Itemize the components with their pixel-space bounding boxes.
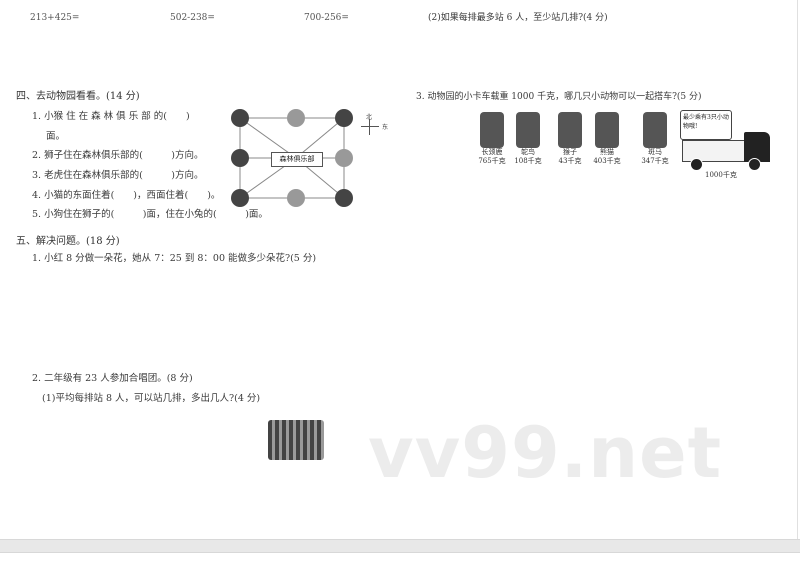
- cat-icon: [287, 109, 305, 127]
- compass-north: 北: [366, 114, 373, 121]
- giraffe-item: 长颈鹿 765千克: [472, 112, 512, 166]
- giraffe-icon: [480, 112, 504, 148]
- speech-bubble: 最少乘有3只小动物哦!: [680, 110, 732, 140]
- compass-horizontal-line: [361, 126, 379, 127]
- truck: 最少乘有3只小动物哦! 1000千克: [680, 110, 775, 180]
- tiger-icon: [335, 109, 353, 127]
- calc-2: 502-238=: [170, 13, 215, 23]
- section-5-question-1: 1. 小红 8 分做一朵花，她从 7：25 到 8：00 能做多少朵花?(5 分…: [32, 253, 317, 264]
- question-5: 5. 小狗住在狮子的( )面，住在小兔的( )面。: [32, 209, 268, 220]
- compass-vertical-line: [369, 119, 370, 135]
- panda-icon: [595, 112, 619, 148]
- question-1-line2: 面。: [46, 131, 66, 142]
- question-1-line1: 1. 小猴 住 在 森 林 俱 乐 部 的( ): [32, 111, 190, 122]
- section-5-question-2-1: (1)平均每排站 8 人，可以站几排，多出几人?(4 分): [42, 393, 261, 404]
- compass-east: 东: [382, 124, 389, 131]
- mouse-icon: [287, 189, 305, 207]
- wheel-icon: [690, 158, 703, 171]
- question-4: 4. 小猫的东面住着( )，西面住着( )。: [32, 190, 221, 201]
- calc-3: 700-256=: [304, 13, 349, 23]
- calc-1: 213+425=: [30, 13, 80, 23]
- truck-capacity: 1000千克: [705, 171, 737, 179]
- wheel-icon: [748, 158, 761, 171]
- panda-item: 熊猫 403千克: [587, 112, 627, 166]
- rabbit-icon: [231, 189, 249, 207]
- dog-icon: [231, 149, 249, 167]
- section-5-title: 五、解决问题。(18 分): [16, 236, 120, 247]
- ostrich-icon: [516, 112, 540, 148]
- truck-cab-icon: [744, 132, 770, 162]
- lion-icon: [231, 109, 249, 127]
- question-3: 3. 老虎住在森林俱乐部的( )方向。: [32, 170, 204, 181]
- monkey-item: 猴子 43千克: [550, 112, 590, 166]
- section-5-question-2: 2. 二年级有 23 人参加合唱团。(8 分): [32, 373, 193, 384]
- monkey-icon: [558, 112, 582, 148]
- forest-club-label: 森林俱乐部: [271, 152, 323, 167]
- forest-club-map: 森林俱乐部: [228, 106, 358, 210]
- question-2: 2. 狮子住在森林俱乐部的( )方向。: [32, 150, 204, 161]
- page-edge: [797, 0, 798, 540]
- section-4-title: 四、去动物园看看。(14 分): [16, 91, 140, 102]
- monkey-icon: [335, 149, 353, 167]
- horizontal-scrollbar[interactable]: [0, 539, 800, 553]
- zebra-item: 斑马 347千克: [635, 112, 675, 166]
- compass: 北 东: [360, 112, 390, 142]
- duck-icon: [335, 189, 353, 207]
- truck-question-title: 3. 动物园的小卡车载重 1000 千克，哪几只小动物可以一起搭车?(5 分): [416, 92, 702, 102]
- ostrich-item: 鸵鸟 108千克: [508, 112, 548, 166]
- watermark: vv99.net: [368, 412, 723, 494]
- question-2-2: (2)如果每排最多站 6 人，至少站几排?(4 分): [428, 13, 608, 23]
- zebra-icon: [643, 112, 667, 148]
- chorus-image: [268, 420, 324, 460]
